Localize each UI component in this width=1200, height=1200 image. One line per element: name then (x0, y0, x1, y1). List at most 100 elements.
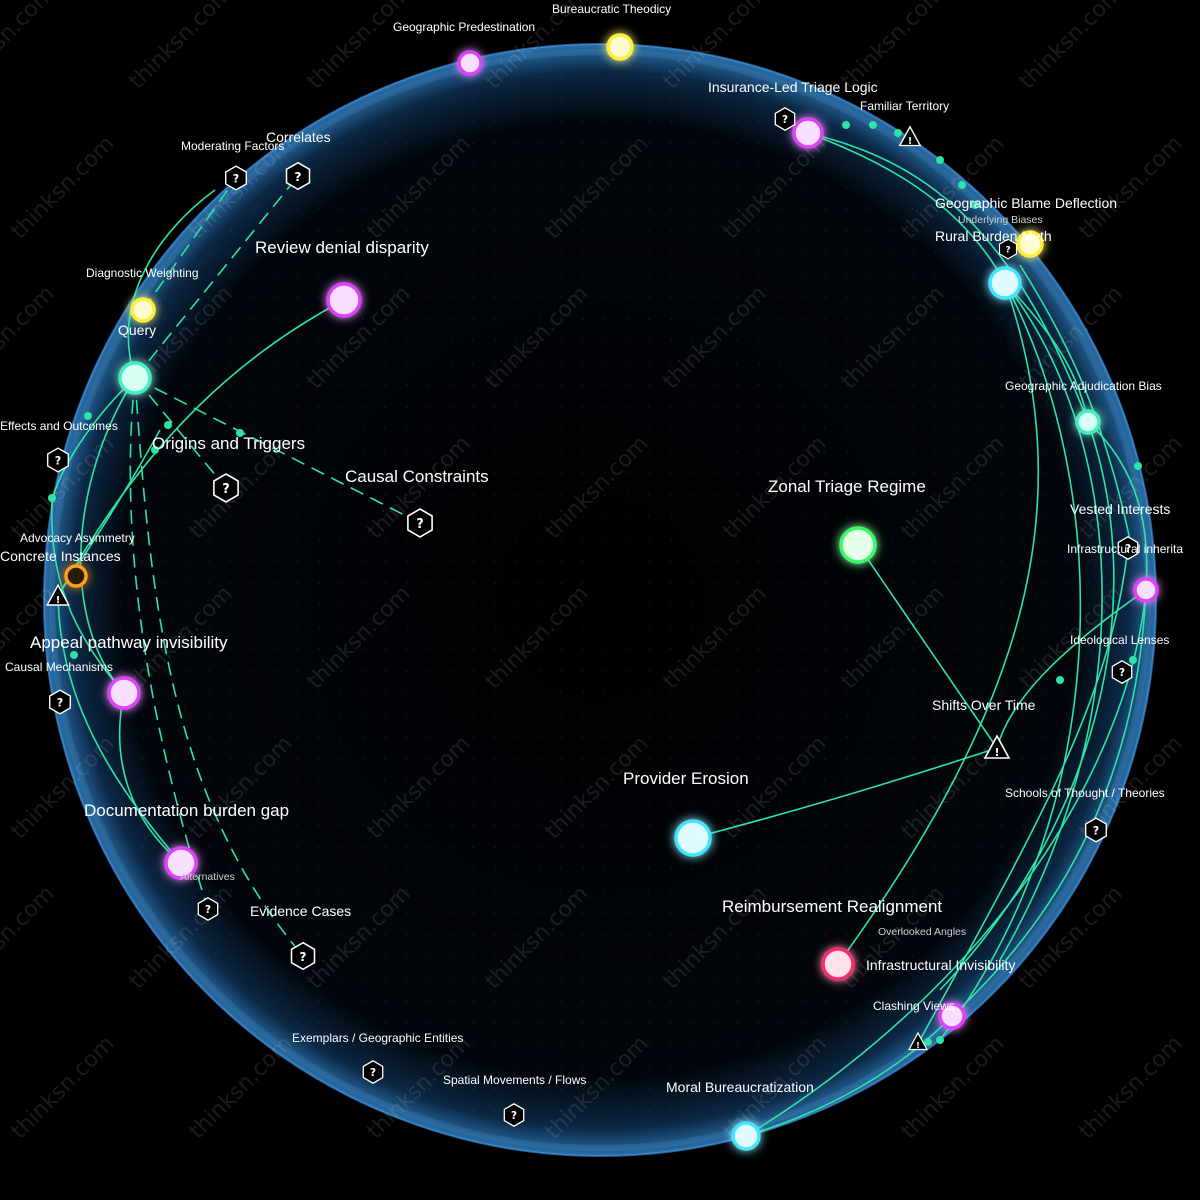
label-geographic-predestination: Geographic Predestination (393, 20, 535, 34)
edge-dots (48, 121, 1142, 1046)
nodes (64, 33, 1159, 1151)
question-hex-icon-schools-of-thought[interactable]: ? (1085, 817, 1107, 843)
label-geographic-adjudication-bias: Geographic Adjudication Bias (1005, 379, 1162, 393)
node-moral-bureaucratization[interactable] (731, 1121, 761, 1151)
watermark-text: thinksn.com (0, 0, 60, 94)
watermark-text: thinksn.com (0, 881, 60, 994)
node-advocacy-asymmetry[interactable] (64, 564, 88, 588)
node-geographic-blame-deflection[interactable] (1016, 230, 1044, 258)
label-underlying-biases: Underlying Biases (958, 214, 1043, 226)
label-evidence-cases: Evidence Cases (250, 903, 351, 919)
question-hex-icon-correlates[interactable]: ? (285, 161, 311, 191)
question-hex-icon-insurance-question[interactable]: ? (774, 107, 796, 131)
node-reimbursement-realignment[interactable] (821, 947, 855, 981)
question-hex-icon-moderating-factors[interactable]: ? (225, 165, 247, 191)
svg-text:?: ? (294, 170, 301, 184)
label-query: Query (118, 322, 156, 338)
label-concrete-instances: Concrete Instances (0, 548, 121, 564)
svg-text:!: ! (916, 1040, 920, 1050)
question-hex-icon-effects-and-outcomes[interactable]: ? (47, 447, 69, 473)
node-geographic-predestination[interactable] (457, 50, 483, 76)
watermark-text: thinksn.com (1015, 0, 1128, 94)
svg-text:!: ! (994, 746, 999, 759)
svg-text:?: ? (205, 904, 211, 916)
label-documentation-burden-gap: Documentation burden gap (84, 801, 289, 820)
edge (57, 595, 182, 864)
svg-text:?: ? (782, 114, 788, 126)
node-review-denial-disparity[interactable] (326, 282, 362, 318)
node-infrastructural-invisibility[interactable] (938, 1002, 966, 1030)
svg-text:?: ? (299, 950, 306, 964)
label-diagnostic-weighting: Diagnostic Weighting (86, 266, 199, 280)
node-bureaucratic-theodicy[interactable] (606, 33, 634, 61)
edge (951, 589, 1147, 1017)
warning-icon-familiar-territory[interactable]: ! (898, 125, 922, 147)
question-hex-icon-alternatives[interactable]: ? (197, 897, 219, 921)
labels: Review denial disparity Query Appeal pat… (0, 2, 1183, 1095)
edge-d (134, 377, 304, 957)
node-query[interactable] (118, 361, 152, 395)
watermark-text: thinksn.com (1075, 131, 1188, 244)
node-rural-burden-myth[interactable] (988, 266, 1022, 300)
edges (50, 132, 1148, 1137)
edge (939, 421, 1115, 991)
svg-text:?: ? (222, 482, 230, 497)
warning-icon-shifts-over-time[interactable]: ! (983, 734, 1011, 759)
node-infrastructural-inheritance[interactable] (1133, 577, 1159, 603)
question-hex-icon-ideological-lenses[interactable]: ? (1111, 660, 1133, 684)
watermark-text: thinksn.com (7, 131, 120, 244)
label-moral-bureaucratization: Moral Bureaucratization (666, 1079, 814, 1095)
label-correlates: Correlates (266, 129, 331, 145)
question-hex-icon-vested-interests[interactable]: ? (1117, 536, 1139, 560)
label-insurance-led-triage-logic: Insurance-Led Triage Logic (708, 79, 878, 95)
node-appeal-pathway-invisibility[interactable] (107, 676, 141, 710)
edge (837, 282, 1040, 965)
watermark-text: thinksn.com (125, 0, 238, 94)
label-appeal-pathway-invisibility: Appeal pathway invisibility (30, 633, 228, 652)
svg-text:?: ? (1093, 824, 1099, 837)
watermark-text: thinksn.com (1075, 1031, 1188, 1144)
svg-text:?: ? (416, 517, 424, 532)
label-review-denial-disparity: Review denial disparity (255, 238, 429, 257)
label-geographic-blame-deflection: Geographic Blame Deflection (935, 195, 1117, 211)
edge (807, 132, 1089, 423)
label-provider-erosion: Provider Erosion (623, 769, 749, 788)
label-schools-of-thought: Schools of Thought / Theories (1005, 786, 1165, 800)
edge (57, 429, 161, 597)
edge (857, 544, 998, 749)
warning-icon-clashing-views[interactable]: ! (907, 1031, 929, 1051)
question-hex-icon-exemplars-geographic-entities[interactable]: ? (362, 1060, 384, 1084)
facet-markers: ?????!?????!???!?!? (45, 107, 1139, 1127)
edge (1019, 264, 1131, 541)
edge (999, 282, 1103, 961)
svg-text:?: ? (370, 1067, 376, 1079)
label-alternatives: Alternatives (180, 871, 235, 883)
question-hex-icon-spatial-movements-flows[interactable]: ? (503, 1103, 525, 1127)
label-origins-and-triggers: Origins and Triggers (152, 434, 305, 453)
label-vested-interests: Vested Interests (1070, 501, 1170, 517)
label-exemplars-geographic-entities: Exemplars / Geographic Entities (292, 1031, 463, 1045)
question-hex-icon-causal-mechanisms[interactable]: ? (49, 689, 71, 715)
node-provider-erosion[interactable] (674, 819, 712, 857)
edge (80, 377, 136, 694)
node-zonal-triage-regime[interactable] (839, 526, 877, 564)
svg-text:?: ? (1005, 246, 1010, 256)
question-hex-icon-underlying-biases[interactable]: ? (998, 238, 1018, 260)
node-geographic-adjudication-bias[interactable] (1075, 409, 1101, 435)
edge (1004, 282, 1089, 423)
node-diagnostic-weighting[interactable] (130, 297, 156, 323)
question-hex-icon-evidence-cases[interactable]: ? (290, 941, 316, 971)
warning-icon-concrete-instances[interactable]: ! (45, 583, 71, 606)
label-ideological-lenses: Ideological Lenses (1070, 633, 1169, 647)
svg-text:?: ? (55, 454, 61, 467)
question-hex-icon-origins-and-triggers[interactable]: ? (213, 473, 239, 503)
label-zonal-triage-regime: Zonal Triage Regime (768, 477, 926, 496)
node-insurance-led-triage-logic[interactable] (792, 117, 824, 149)
label-effects-and-outcomes: Effects and Outcomes (0, 419, 118, 433)
question-hex-icon-causal-constraints[interactable]: ? (407, 508, 433, 538)
edge-d (134, 377, 421, 524)
label-spatial-movements-flows: Spatial Movements / Flows (443, 1073, 586, 1087)
svg-text:?: ? (1125, 543, 1131, 555)
node-documentation-burden-gap[interactable] (164, 846, 198, 880)
label-rural-burden-myth: Rural Burden Myth (935, 228, 1052, 244)
